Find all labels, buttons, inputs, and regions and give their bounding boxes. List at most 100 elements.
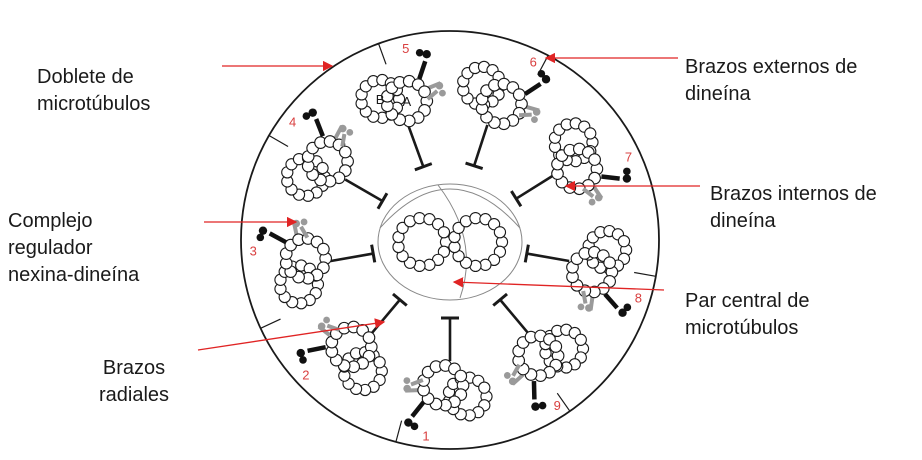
outer-dynein-head xyxy=(623,167,631,176)
protofilament xyxy=(574,333,587,346)
radial-spoke xyxy=(472,124,489,167)
protofilament xyxy=(493,226,507,239)
protofilament xyxy=(317,242,330,256)
a-tubule xyxy=(475,77,528,131)
protofilament xyxy=(478,381,491,394)
outer-dynein-head xyxy=(256,233,265,242)
inner-dynein-arm xyxy=(426,89,439,101)
inner-dynein-head xyxy=(323,316,330,324)
a-tubule xyxy=(566,245,619,299)
inner-dynein-arm xyxy=(511,363,521,377)
inner-dynein-head xyxy=(346,128,354,136)
radial-spoke xyxy=(526,252,570,263)
radial-spoke xyxy=(371,298,401,334)
protofilament xyxy=(549,340,563,353)
outer-dynein-arm xyxy=(314,118,325,137)
outer-dynein-head xyxy=(302,112,311,120)
radial-spoke xyxy=(499,298,529,334)
inner-dynein-arm xyxy=(299,225,310,239)
label-inner-dynein-arms: Brazos internos de dineína xyxy=(710,183,877,232)
outer-dynein-arm xyxy=(523,82,542,96)
outer-dynein-arm xyxy=(410,400,426,418)
microtubule-doublet xyxy=(566,224,633,299)
inner-dynein-arm xyxy=(410,378,424,387)
protofilament xyxy=(316,161,329,175)
spoke-head xyxy=(376,192,389,210)
doublet-number: 2 xyxy=(302,367,309,382)
label-nexin-dynein-complex: Complejo regulador nexina-dineína xyxy=(8,210,140,286)
outer-dynein-head xyxy=(541,75,551,84)
microtubule-doublet xyxy=(548,117,604,196)
central-sheath-arc xyxy=(437,184,467,299)
microtubule-doublet xyxy=(355,73,434,128)
a-tubule xyxy=(279,232,333,285)
microtubule-doublet xyxy=(325,320,388,397)
label-outer-dynein-arms: Brazos externos de dineína xyxy=(685,56,858,105)
protofilament xyxy=(588,153,601,166)
inner-dynein-head xyxy=(403,384,411,393)
microtubule-doublet xyxy=(281,135,354,202)
central-sheath-arc xyxy=(379,188,521,229)
a-tubule xyxy=(417,359,470,412)
radial-spoke xyxy=(344,178,384,203)
protofilament xyxy=(512,88,526,101)
spoke-head xyxy=(492,292,508,307)
outer-dynein-head xyxy=(308,108,317,117)
protofilament xyxy=(373,356,386,369)
sector-divider xyxy=(377,43,387,65)
b-tubule xyxy=(442,371,493,422)
outer-dynein-arm xyxy=(603,292,619,310)
outer-dynein-head xyxy=(623,303,632,312)
spoke-head xyxy=(510,190,523,208)
doublet-number: 8 xyxy=(635,291,642,306)
a-tubule xyxy=(301,135,354,188)
doublet-number: 7 xyxy=(625,150,632,165)
b-tubule-letter: B xyxy=(376,92,385,107)
protofilament xyxy=(338,145,352,159)
sector-divider xyxy=(260,318,281,329)
doublet-number: 9 xyxy=(554,398,561,413)
outer-dynein-arm xyxy=(307,344,327,354)
doublet-number: 6 xyxy=(530,54,537,69)
central-microtubule xyxy=(448,211,509,273)
label-central-pair: Par central de microtúbulos xyxy=(685,290,810,339)
inner-dynein-head xyxy=(439,89,446,97)
outer-dynein-head xyxy=(299,356,307,364)
protofilament xyxy=(603,256,616,270)
inner-dynein-head xyxy=(531,116,538,124)
protofilament xyxy=(418,85,431,99)
inner-dynein-head xyxy=(435,81,444,90)
outer-dynein-head xyxy=(422,49,431,59)
membrane-outline xyxy=(240,30,660,450)
b-tubule xyxy=(539,323,590,374)
outer-dynein-arm xyxy=(417,60,428,80)
protofilament xyxy=(437,226,451,239)
outer-dynein-arm xyxy=(601,174,620,181)
outer-dynein-head xyxy=(404,418,413,427)
central-sheath xyxy=(377,183,523,301)
inner-dynein-head xyxy=(317,322,326,331)
microtubule-doublet xyxy=(457,60,528,131)
sector-divider xyxy=(395,420,403,443)
spoke-head xyxy=(523,244,530,263)
inner-dynein-arm xyxy=(581,187,595,199)
protofilament xyxy=(617,234,631,248)
spoke-head xyxy=(414,162,433,172)
inner-dynein-arm xyxy=(581,290,588,304)
radial-spoke xyxy=(515,174,554,200)
pointer-arrow xyxy=(197,318,386,351)
inner-dynein-head xyxy=(588,198,596,206)
inner-dynein-head xyxy=(338,124,347,133)
spoke-head xyxy=(392,292,408,307)
sector-divider xyxy=(268,134,289,148)
outer-dynein-head xyxy=(537,69,546,78)
inner-dynein-head xyxy=(577,303,585,311)
a-tubule xyxy=(381,74,434,128)
inner-dynein-head xyxy=(532,108,541,116)
outer-dynein-arm xyxy=(268,231,287,245)
sector-divider xyxy=(556,392,571,412)
inner-dynein-head xyxy=(508,377,517,386)
a-tubule xyxy=(512,329,565,382)
radial-spoke xyxy=(407,125,425,168)
